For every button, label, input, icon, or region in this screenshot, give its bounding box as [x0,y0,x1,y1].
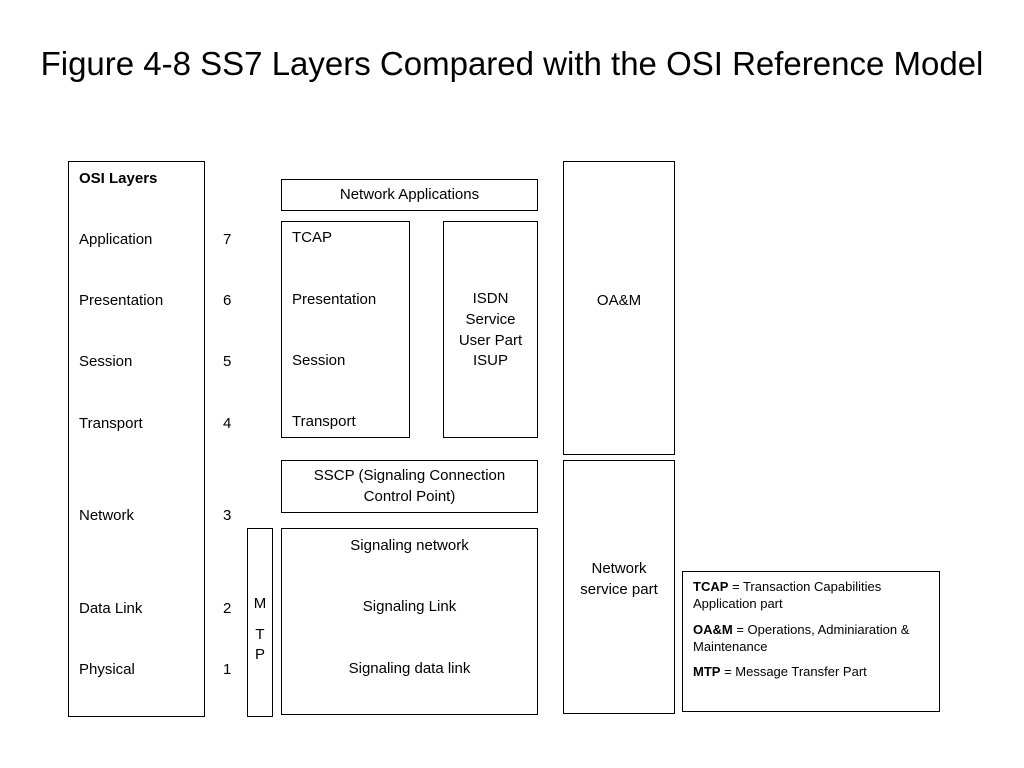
signaling-network-label: Signaling network [350,537,469,554]
mtp-letter-t: T [255,626,265,643]
legend-entry-tcap: TCAP = Transaction Capabilities Applicat… [693,578,931,612]
mtp-letter-m: M [253,595,267,612]
mtp-levels-box [281,528,538,715]
osi-layers-box [68,161,205,717]
legend-abbr-mtp: MTP [693,664,721,679]
legend-box [682,571,940,712]
osi-layer-number-1: 1 [223,661,232,678]
isup-line-user-part: User Part [458,332,523,349]
signaling-data-link-label: Signaling data link [348,660,471,677]
legend-desc-oam: = Operations, Adminiaration & Maintenanc… [693,622,910,654]
osi-layer-number-4: 4 [223,415,232,432]
tcap-label: TCAP [292,229,333,246]
legend-desc-mtp: = Message Transfer Part [720,664,867,679]
network-service-part-line-1: Network [591,560,647,577]
osi-layer-number-6: 6 [223,292,232,309]
sccp-box [281,460,538,513]
network-service-part-line-2: service part [580,581,658,598]
legend-entry-oam: OA&M = Operations, Adminiaration & Maint… [693,621,931,655]
isup-line-isdn: ISDN [472,290,509,307]
tcap-transport-label: Transport [292,413,356,430]
isup-box [443,221,538,438]
tcap-stack-box [281,221,410,438]
osi-layer-number-2: 2 [223,600,232,617]
osi-layer-number-3: 3 [223,507,232,524]
osi-layer-physical: Physical [79,661,135,678]
tcap-session-label: Session [292,352,346,369]
legend-desc-tcap: = Transaction Capabilities Application p… [693,579,882,611]
sccp-line-2: Control Point) [363,488,456,505]
isup-line-service: Service [465,311,516,328]
osi-layer-number-7: 7 [223,231,232,248]
sccp-line-1: SSCP (Signaling Connection [313,467,506,484]
osi-layer-presentation: Presentation [79,292,164,309]
tcap-presentation-label: Presentation [292,291,377,308]
osi-layer-network: Network [79,507,135,524]
signaling-link-label: Signaling Link [362,598,457,615]
osi-layer-data-link: Data Link [79,600,143,617]
figure-title: Figure 4-8 SS7 Layers Compared with the … [40,45,984,82]
legend-abbr-tcap: TCAP [693,579,729,594]
osi-layer-application: Application [79,231,153,248]
network-applications-box: Network Applications [281,179,538,211]
osi-layers-heading: OSI Layers [79,170,158,187]
legend-entry-mtp: MTP = Message Transfer Part [693,663,931,680]
network-applications-label: Network Applications [339,186,480,203]
network-service-part-box [563,460,675,714]
oam-label: OA&M [596,292,642,309]
osi-layer-number-5: 5 [223,353,232,370]
legend-abbr-oam: OA&M [693,622,733,637]
oam-box [563,161,675,455]
osi-layer-transport: Transport [79,415,143,432]
mtp-letter-p: P [254,646,265,663]
mtp-box [247,528,273,717]
osi-layer-session: Session [79,353,133,370]
isup-line-isup: ISUP [472,352,508,369]
